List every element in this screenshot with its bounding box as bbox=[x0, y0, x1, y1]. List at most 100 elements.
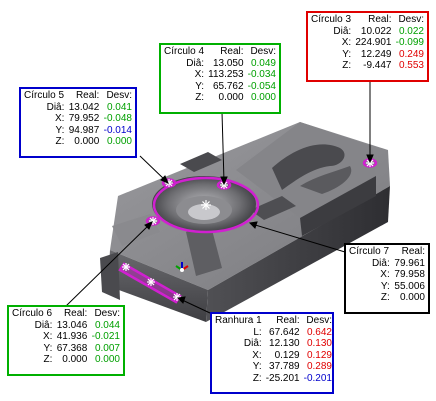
leader-lines bbox=[65, 80, 374, 314]
desv-value: 0.007 bbox=[94, 342, 120, 354]
row-label: Z: bbox=[380, 292, 390, 303]
row-label: Diâ: bbox=[34, 319, 53, 331]
col-desv-header: Desv: bbox=[250, 46, 276, 57]
row-z: Z:-25.201-0.201 bbox=[215, 373, 332, 385]
col-desv-header: Desv: bbox=[306, 315, 332, 326]
real-value: 0.000 bbox=[74, 136, 100, 147]
real-value: -9.447 bbox=[363, 60, 392, 71]
col-desv-header: Desv: bbox=[94, 308, 120, 319]
row-label: Y: bbox=[195, 80, 205, 92]
callout-circulo-3: Círculo 3 Real: Desv: Diâ: 10.022 0.022 X:… bbox=[306, 11, 429, 82]
callout-title: Círculo 5 bbox=[24, 90, 65, 101]
row-y: Y: 55.006 bbox=[349, 281, 425, 293]
part-body bbox=[100, 122, 390, 322]
feature-circulo-7 bbox=[152, 176, 260, 234]
axis-triad-icon bbox=[175, 262, 189, 272]
row-label: Y: bbox=[43, 342, 53, 354]
real-value: 113.253 bbox=[208, 69, 244, 80]
real-value: 65.762 bbox=[212, 80, 244, 92]
desv-value: -0.201 bbox=[303, 372, 332, 384]
row-label: X: bbox=[194, 69, 205, 80]
row-label: L: bbox=[253, 326, 262, 338]
row-y: Y:67.368 0.007 bbox=[12, 343, 120, 355]
row-label: Diâ: bbox=[243, 338, 262, 349]
row-label: Z: bbox=[55, 136, 65, 147]
real-value: 79.958 bbox=[394, 269, 425, 280]
col-real-header: Real: bbox=[220, 46, 244, 57]
row-x: X:113.253-0.034 bbox=[164, 69, 276, 81]
desv-value: -0.014 bbox=[103, 124, 132, 136]
row-z: Z: 0.000 bbox=[349, 292, 425, 304]
real-value: 13.050 bbox=[212, 57, 244, 69]
row-label: Z: bbox=[195, 92, 205, 103]
col-desv-header: Desv: bbox=[106, 90, 132, 101]
row-label: Z: bbox=[43, 354, 53, 365]
desv-value: -0.034 bbox=[247, 69, 276, 80]
desv-value: 0.129 bbox=[306, 349, 332, 361]
real-value: 224.901 bbox=[355, 37, 392, 48]
real-value: 67.368 bbox=[56, 342, 88, 354]
measure-markers bbox=[122, 159, 374, 301]
row-label: Y: bbox=[380, 280, 390, 292]
desv-value: 0.044 bbox=[94, 319, 120, 331]
col-real-header: Real: bbox=[63, 308, 88, 319]
row-label: Diâ: bbox=[371, 257, 390, 269]
real-value: 0.000 bbox=[218, 92, 244, 103]
col-real-header: Real: bbox=[368, 14, 392, 25]
real-value: 12.249 bbox=[360, 48, 392, 60]
row-z: Z: 0.000 0.000 bbox=[24, 136, 133, 148]
real-value: 55.006 bbox=[394, 280, 425, 292]
row-label: Y: bbox=[252, 361, 262, 372]
row-y: Y: 12.249 0.249 bbox=[311, 49, 424, 61]
callout-circulo-7: Círculo 7 Real: Diâ:79.961 X:79.958 Y:55… bbox=[344, 243, 430, 314]
col-desv-header: Desv: bbox=[398, 14, 424, 25]
real-value: 94.987 bbox=[68, 124, 100, 136]
col-real-header: Real: bbox=[75, 90, 100, 101]
real-value: 0.000 bbox=[62, 354, 88, 365]
row-y: Y: 65.762-0.054 bbox=[164, 81, 276, 93]
desv-value: 0.000 bbox=[106, 136, 132, 147]
row-label: Y: bbox=[342, 48, 352, 60]
desv-value: 0.289 bbox=[306, 361, 332, 372]
row-label: Diâ: bbox=[186, 57, 205, 69]
row-y: Y: 37.789 0.289 bbox=[215, 361, 332, 373]
row-dia: Diâ: 79.961 bbox=[349, 258, 425, 270]
row-label: X: bbox=[42, 331, 53, 342]
row-label: Z: bbox=[342, 60, 352, 71]
desv-value: -0.054 bbox=[247, 80, 276, 92]
callout-title: Círculo 3 bbox=[311, 14, 352, 25]
callout-title: Círculo 6 bbox=[12, 308, 53, 319]
row-dia: Diâ: 10.022 0.022 bbox=[311, 26, 424, 38]
desv-value: 0.249 bbox=[398, 48, 424, 60]
row-label: Diâ: bbox=[333, 25, 352, 37]
col-real-header: Real: bbox=[276, 315, 300, 326]
row-label: X: bbox=[252, 349, 262, 361]
pocket-circulo-7 bbox=[152, 176, 256, 232]
real-value: 79.961 bbox=[394, 257, 425, 269]
real-value: 41.936 bbox=[56, 331, 88, 342]
row-x: X:79.952-0.048 bbox=[24, 113, 132, 125]
row-dia: Diâ: 13.050 0.049 bbox=[164, 58, 276, 70]
real-value: 10.022 bbox=[360, 25, 392, 37]
row-x: X:224.901-0.099 bbox=[311, 37, 424, 49]
real-value: 0.000 bbox=[399, 292, 425, 303]
real-value: 67.642 bbox=[269, 326, 300, 338]
row-label: X: bbox=[380, 269, 390, 280]
row-y: Y:94.987-0.014 bbox=[24, 125, 132, 137]
desv-value: 0.022 bbox=[398, 25, 424, 37]
desv-value: 0.049 bbox=[250, 57, 276, 69]
real-value: 37.789 bbox=[269, 361, 300, 372]
desv-value: 0.130 bbox=[306, 338, 332, 349]
desv-value: -0.021 bbox=[91, 331, 120, 342]
